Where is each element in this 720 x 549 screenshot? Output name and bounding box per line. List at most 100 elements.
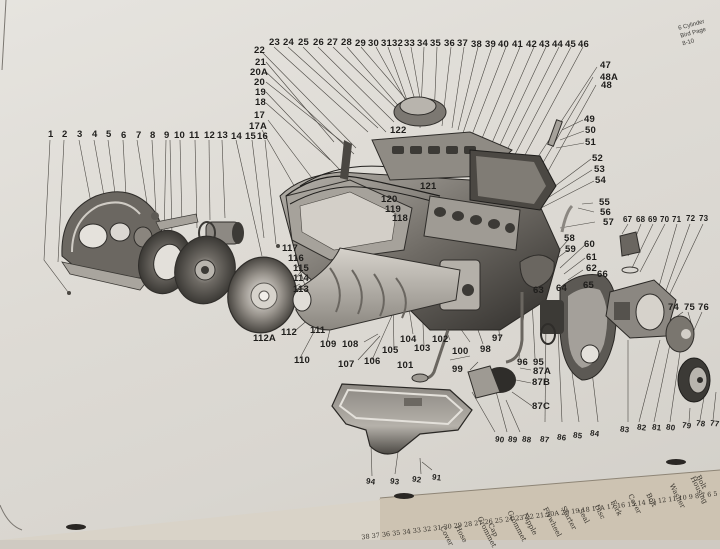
callout-66: 66 <box>597 269 608 280</box>
callout-87A: 87A <box>533 366 552 377</box>
callout-114: 114 <box>293 273 309 284</box>
callout-97: 97 <box>492 333 503 344</box>
callout-44: 44 <box>552 39 563 50</box>
callout-14: 14 <box>231 131 242 142</box>
callout-116: 116 <box>288 253 304 264</box>
callout-85: 85 <box>572 430 583 441</box>
callout-34: 34 <box>417 38 428 49</box>
callout-52: 52 <box>592 153 603 164</box>
callout-103: 103 <box>414 343 431 354</box>
callout-78: 78 <box>695 418 706 429</box>
callout-108: 108 <box>342 339 359 350</box>
callout-69: 69 <box>648 215 658 224</box>
callout-77: 77 <box>709 418 720 429</box>
callout-50: 50 <box>585 125 596 136</box>
callout-59: 59 <box>565 244 576 255</box>
exhaust-manifold <box>292 247 461 331</box>
callout-100: 100 <box>452 346 469 357</box>
callout-112A: 112A <box>253 333 276 344</box>
callout-55: 55 <box>599 197 610 208</box>
callout-56: 56 <box>600 207 611 218</box>
callout-22: 22 <box>254 45 265 56</box>
callout-76: 76 <box>698 302 709 313</box>
callout-64: 64 <box>556 283 567 294</box>
callout-102: 102 <box>432 334 449 345</box>
callout-110: 110 <box>294 355 310 366</box>
callout-26: 26 <box>313 37 324 48</box>
callout-106: 106 <box>364 356 381 367</box>
callout-119: 119 <box>385 204 401 215</box>
callout-51: 51 <box>585 137 596 148</box>
callout-86: 86 <box>556 432 567 443</box>
callout-40: 40 <box>498 39 509 50</box>
callout-82: 82 <box>636 422 647 433</box>
callout-91: 91 <box>431 472 442 483</box>
callout-3: 3 <box>77 129 83 140</box>
callout-63: 63 <box>533 285 544 296</box>
callout-48: 48 <box>601 80 612 91</box>
callout-68: 68 <box>636 215 646 224</box>
callout-32: 32 <box>392 38 403 49</box>
callout-17: 17 <box>254 110 265 121</box>
callout-35: 35 <box>430 38 441 49</box>
callout-93: 93 <box>389 476 400 487</box>
callout-36: 36 <box>444 38 455 49</box>
callout-49: 49 <box>584 114 595 125</box>
callout-62: 62 <box>586 263 597 274</box>
callout-10: 10 <box>174 130 185 141</box>
callout-89: 89 <box>507 434 518 445</box>
callout-118: 118 <box>392 213 408 224</box>
callout-101: 101 <box>397 360 414 371</box>
callout-60: 60 <box>584 239 595 250</box>
callout-115: 115 <box>293 263 309 274</box>
callout-11: 11 <box>189 130 200 141</box>
callout-24: 24 <box>283 37 294 48</box>
callout-58: 58 <box>564 233 575 244</box>
callout-71: 71 <box>672 215 682 224</box>
callout-16: 16 <box>257 131 268 142</box>
callout-120: 120 <box>381 194 398 205</box>
callout-54: 54 <box>595 175 606 186</box>
callout-13: 13 <box>217 130 228 141</box>
bellhousing <box>61 191 163 291</box>
callout-47: 47 <box>600 60 611 71</box>
callout-122: 122 <box>390 125 407 136</box>
callout-117: 117 <box>282 243 298 254</box>
callout-18: 18 <box>255 97 266 108</box>
callout-87C: 87C <box>532 401 551 412</box>
callout-99: 99 <box>452 364 463 375</box>
callout-19: 19 <box>255 87 266 98</box>
callout-84: 84 <box>589 428 600 439</box>
callout-9: 9 <box>164 130 170 141</box>
callout-2: 2 <box>62 129 68 140</box>
callout-1: 1 <box>48 129 54 140</box>
callout-33: 33 <box>404 38 415 49</box>
callout-105: 105 <box>382 345 399 356</box>
callout-21: 21 <box>255 57 266 68</box>
callout-43: 43 <box>539 39 550 50</box>
callout-92: 92 <box>411 474 422 485</box>
callout-96: 96 <box>517 357 528 368</box>
callout-48A: 48A <box>600 72 619 83</box>
callout-6: 6 <box>121 130 127 141</box>
callout-94: 94 <box>365 476 376 487</box>
callout-74: 74 <box>668 302 679 313</box>
callout-83: 83 <box>619 424 630 435</box>
callout-109: 109 <box>320 339 337 350</box>
callout-79: 79 <box>681 420 692 431</box>
callout-65: 65 <box>583 280 594 291</box>
callout-29: 29 <box>355 38 366 49</box>
callout-12: 12 <box>204 130 215 141</box>
callout-111: 111 <box>310 325 326 336</box>
callout-57: 57 <box>603 217 614 228</box>
callout-20: 20 <box>254 77 265 88</box>
callout-104: 104 <box>400 334 417 345</box>
callout-73: 73 <box>699 214 709 223</box>
callout-53: 53 <box>594 164 605 175</box>
callout-41: 41 <box>512 39 523 50</box>
callout-88: 88 <box>521 434 532 445</box>
callout-20A: 20A <box>250 67 269 78</box>
callout-17A: 17A <box>249 121 268 132</box>
